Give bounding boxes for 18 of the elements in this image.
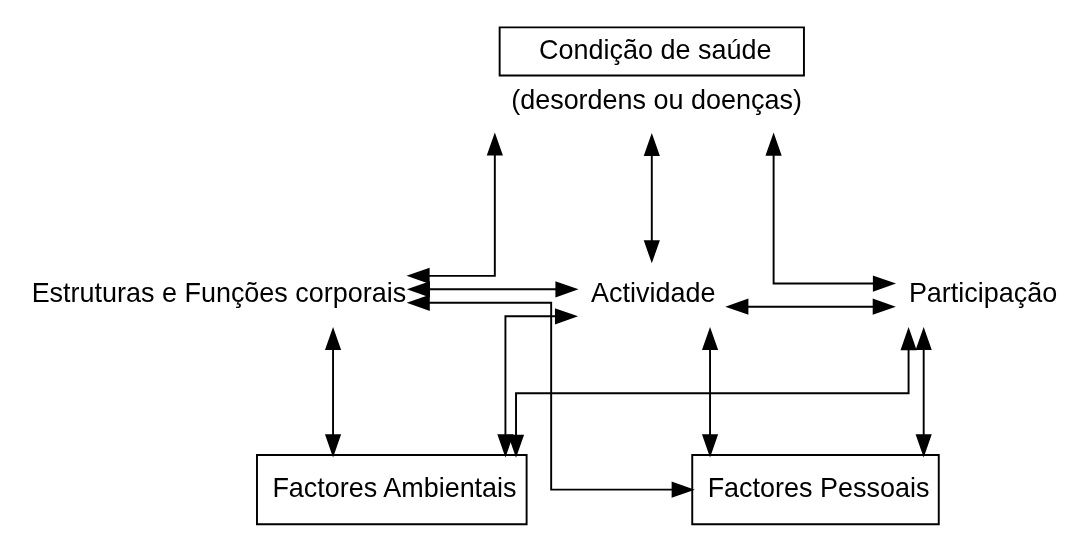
arrow <box>701 326 719 458</box>
arrow <box>915 326 932 458</box>
arrow <box>497 308 579 458</box>
node-box: Factores Pessoais <box>691 454 940 526</box>
node-text: Actividade <box>591 278 716 309</box>
arrow <box>406 294 695 498</box>
arrow <box>507 327 917 458</box>
node-box: Condição de saúde <box>498 26 805 77</box>
arrow <box>406 281 579 298</box>
arrow <box>725 298 896 315</box>
arrow <box>406 132 503 284</box>
node-label: (desordens ou doenças) <box>511 84 802 115</box>
arrow <box>765 132 897 292</box>
node-text: Estruturas e Funções corporais <box>31 278 407 309</box>
arrow <box>324 326 342 458</box>
node-text: Participação <box>908 278 1058 309</box>
node-box: Factores Ambientais <box>256 454 528 526</box>
arrow <box>643 132 660 264</box>
